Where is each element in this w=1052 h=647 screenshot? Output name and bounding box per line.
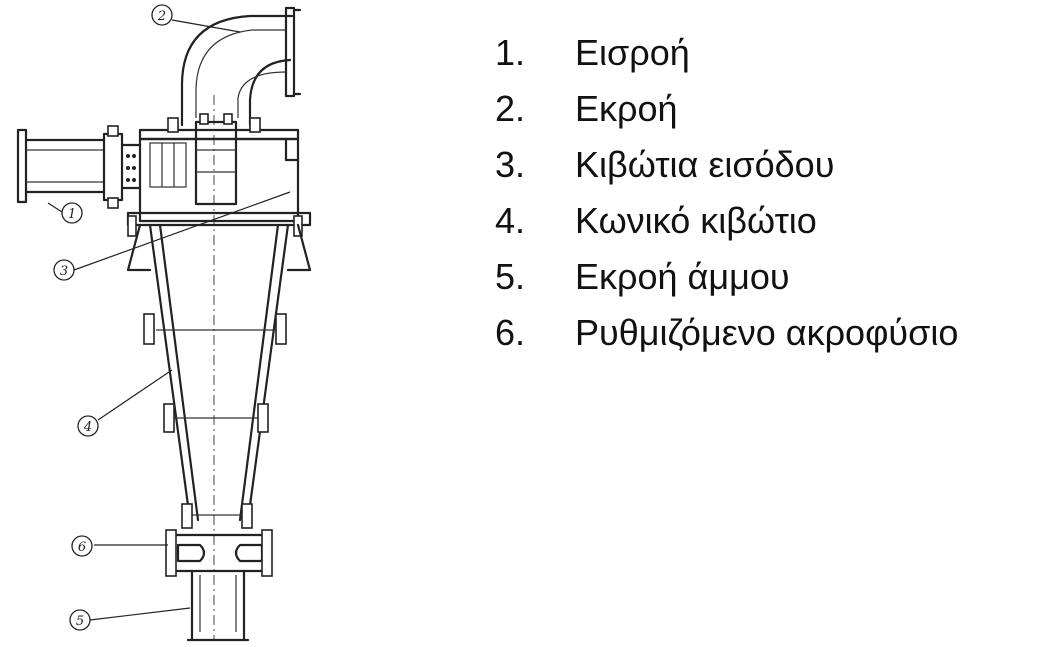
component-legend: 1. Εισροή 2. Εκροή 3. Κιβώτια εισόδου 4.…: [495, 32, 958, 368]
legend-label: Ρυθμιζόμενο ακροφύσιο: [575, 312, 959, 353]
adjustable-nozzle: [165, 529, 273, 577]
legend-item-adjustable-nozzle: 6. Ρυθμιζόμενο ακροφύσιο: [495, 312, 958, 368]
leader-1: [47, 202, 63, 213]
legend-item-conical-box: 4. Κωνικό κιβώτιο: [495, 200, 958, 256]
legend-item-inlet-boxes: 3. Κιβώτια εισόδου: [495, 144, 958, 200]
sand-outlet: [186, 569, 250, 642]
legend-label: Κιβώτια εισόδου: [575, 144, 835, 185]
inlet-box: [126, 113, 312, 237]
legend-number: 3.: [495, 144, 526, 185]
leader-2: [171, 19, 241, 33]
legend-item-outlet: 2. Εκροή: [495, 88, 958, 144]
legend-number: 5.: [495, 256, 526, 297]
callout-1: 1: [61, 202, 83, 224]
callout-6: 6: [71, 535, 93, 557]
legend-number: 2.: [495, 88, 526, 129]
callout-4: 4: [77, 415, 99, 437]
legend-item-sand-outlet: 5. Εκροή άμμου: [495, 256, 958, 312]
callout-1-label: 1: [68, 207, 76, 222]
legend-label: Εκροή άμμου: [575, 256, 790, 297]
legend-label: Εισροή: [575, 32, 690, 73]
outlet-elbow: [180, 6, 302, 127]
legend-number: 1.: [495, 32, 526, 73]
callout-4-label: 4: [83, 420, 92, 435]
inlet-pipe: [16, 125, 142, 209]
conical-body: [126, 223, 312, 529]
callout-6-label: 6: [78, 540, 86, 555]
legend-label: Εκροή: [575, 88, 678, 129]
legend-number: 4.: [495, 200, 526, 241]
callout-2-label: 2: [157, 9, 166, 24]
legend-number: 6.: [495, 312, 526, 353]
hydrocyclone-drawing: 2 1 3 4 6 5: [0, 0, 440, 647]
legend-item-inlet: 1. Εισροή: [495, 32, 958, 88]
callout-3: 3: [53, 259, 75, 281]
legend-label: Κωνικό κιβώτιο: [575, 200, 817, 241]
callout-5: 5: [69, 609, 91, 631]
leader-5: [89, 607, 191, 621]
leader-4: [97, 369, 173, 421]
hydrocyclone-svg: 2 1 3 4 6 5: [16, 4, 312, 642]
callout-3-label: 3: [60, 264, 68, 279]
callout-2: 2: [151, 4, 173, 26]
callout-5-label: 5: [76, 614, 84, 629]
leader-3: [73, 191, 291, 271]
